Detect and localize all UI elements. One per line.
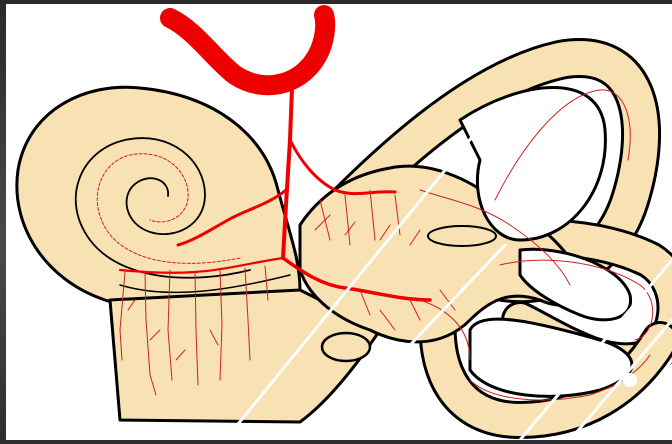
round-window: [322, 333, 370, 361]
posterior-canal-lumen: [470, 319, 632, 396]
basilar-curve: [170, 15, 325, 85]
pointer-dot: [623, 373, 637, 387]
